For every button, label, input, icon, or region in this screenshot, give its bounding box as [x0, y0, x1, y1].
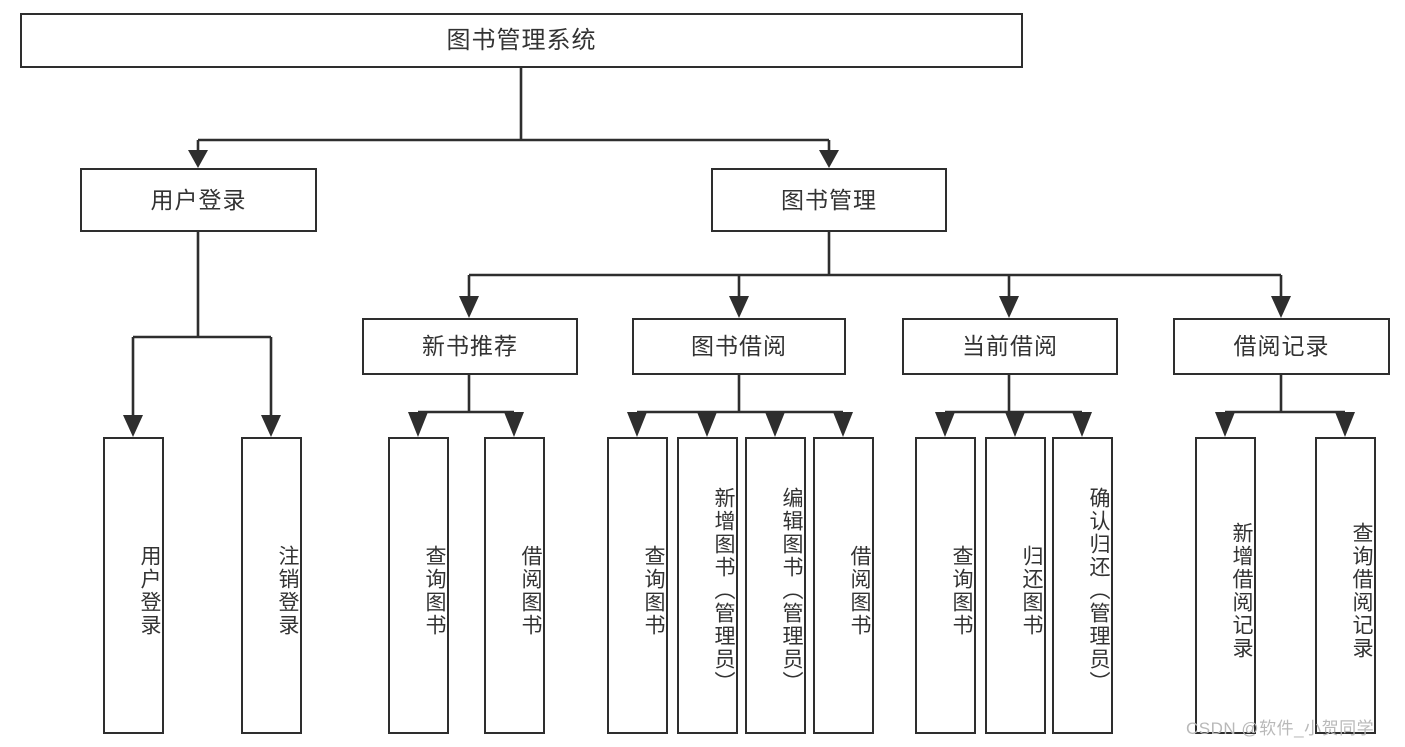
- csdn-watermark: CSDN @软件_小贺同学: [1186, 719, 1375, 738]
- leaf-query-book-current[interactable]: 查询图书: [915, 437, 976, 734]
- leaf-edit-book-admin[interactable]: 编辑图书（管理员）: [745, 437, 806, 734]
- arrow-bb-leaf3: [765, 412, 785, 437]
- node-new-book-recommendation[interactable]: 新书推荐: [362, 318, 578, 375]
- arrow-book-mgmt: [819, 150, 839, 168]
- arrow-cb-leaf2: [1005, 412, 1025, 437]
- arrow-nb-leaf1: [408, 412, 428, 437]
- node-book-management[interactable]: 图书管理: [711, 168, 947, 232]
- leaf-borrow-book-recommend[interactable]: 借阅图书: [484, 437, 545, 734]
- node-root-book-management-system[interactable]: 图书管理系统: [20, 13, 1023, 68]
- arrow-bb-leaf1: [627, 412, 647, 437]
- arrow-new-book-recommend: [459, 296, 479, 318]
- leaf-add-borrow-record[interactable]: 新增借阅记录: [1195, 437, 1256, 734]
- node-book-borrow[interactable]: 图书借阅: [632, 318, 846, 375]
- leaf-logout[interactable]: 注销登录: [241, 437, 302, 734]
- arrow-br-leaf1: [1215, 412, 1235, 437]
- arrow-cb-leaf3: [1072, 412, 1092, 437]
- leaf-query-borrow-record[interactable]: 查询借阅记录: [1315, 437, 1376, 734]
- arrow-leaf-user-login: [123, 415, 143, 437]
- arrow-user-login: [188, 150, 208, 168]
- node-user-login[interactable]: 用户登录: [80, 168, 317, 232]
- arrow-br-leaf2: [1335, 412, 1355, 437]
- arrow-nb-leaf2: [504, 412, 524, 437]
- arrow-book-borrow: [729, 296, 749, 318]
- arrow-bb-leaf2: [697, 412, 717, 437]
- leaf-borrow-book[interactable]: 借阅图书: [813, 437, 874, 734]
- arrow-cb-leaf1: [935, 412, 955, 437]
- leaf-query-book-borrow[interactable]: 查询图书: [607, 437, 668, 734]
- node-borrow-record[interactable]: 借阅记录: [1173, 318, 1390, 375]
- leaf-add-book-admin[interactable]: 新增图书（管理员）: [677, 437, 738, 734]
- node-current-borrow[interactable]: 当前借阅: [902, 318, 1118, 375]
- leaf-query-book-recommend[interactable]: 查询图书: [388, 437, 449, 734]
- arrow-leaf-logout: [261, 415, 281, 437]
- leaf-return-book[interactable]: 归还图书: [985, 437, 1046, 734]
- arrow-current-borrow: [999, 296, 1019, 318]
- leaf-user-login[interactable]: 用户登录: [103, 437, 164, 734]
- arrow-borrow-record: [1271, 296, 1291, 318]
- leaf-confirm-return-admin[interactable]: 确认归还（管理员）: [1052, 437, 1113, 734]
- arrow-bb-leaf4: [833, 412, 853, 437]
